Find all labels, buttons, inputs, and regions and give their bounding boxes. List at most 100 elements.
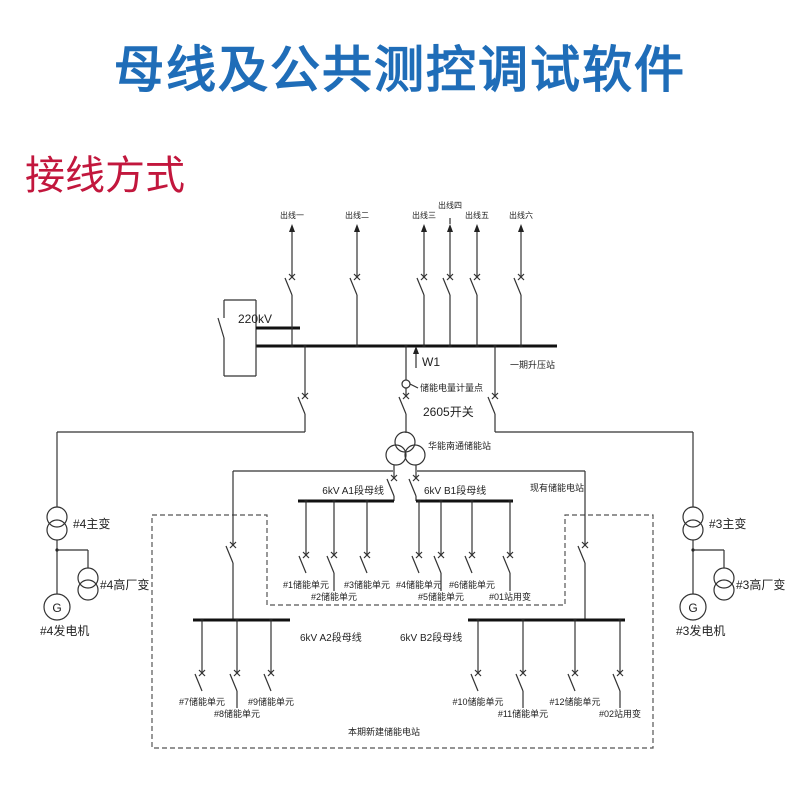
unit-breaker[interactable] — [567, 673, 576, 692]
unit-label: #4储能单元 — [396, 579, 442, 590]
breaker-x-icon — [198, 669, 206, 677]
aux-transformer-icon — [77, 579, 99, 601]
junction-dot — [508, 499, 512, 503]
arrow-up-icon — [354, 224, 360, 232]
w1-label: W1 — [422, 355, 440, 369]
three-winding-transformer-icon — [394, 431, 416, 453]
breaker-x-icon — [571, 669, 579, 677]
unit-label: #3储能单元 — [344, 579, 390, 590]
junction-dot — [493, 344, 497, 348]
breaker-switch[interactable] — [225, 545, 234, 564]
wire — [409, 383, 419, 389]
breaker-x-icon — [412, 474, 420, 482]
feeder-breaker[interactable] — [469, 277, 478, 296]
section-title: 接线方式 — [25, 153, 185, 199]
breaker-x-icon — [402, 392, 410, 400]
breaker-x-icon — [415, 551, 423, 559]
breaker-x-icon — [581, 541, 589, 549]
three-winding-transformer-icon — [385, 444, 407, 466]
breaker-switch[interactable] — [577, 545, 586, 564]
breaker-switch[interactable] — [386, 478, 395, 497]
arrow-up-icon — [447, 224, 453, 232]
breaker-x-icon — [491, 392, 499, 400]
main-transformer-icon — [682, 519, 704, 541]
unit-breaker[interactable] — [612, 673, 621, 692]
three-winding-transformer-icon — [404, 444, 426, 466]
feeder-breaker[interactable] — [416, 277, 425, 296]
junction-dot — [269, 618, 273, 622]
breaker-2605[interactable] — [398, 396, 407, 415]
aux-transformer-icon — [713, 567, 735, 589]
unit-label: #1储能单元 — [283, 579, 329, 590]
feeder-breaker[interactable] — [513, 277, 522, 296]
junction-dot — [417, 499, 421, 503]
unit-breaker[interactable] — [411, 555, 420, 574]
breaker-x-icon — [506, 551, 514, 559]
unit-breaker[interactable] — [263, 673, 272, 692]
aux-transformer-label: #3高厂变 — [736, 577, 785, 592]
junction-dot — [303, 344, 307, 348]
main-transformer-icon — [682, 506, 704, 528]
breaker-x-icon — [302, 551, 310, 559]
breaker-switch[interactable] — [487, 396, 496, 415]
unit-label: #8储能单元 — [214, 708, 260, 719]
breaker-x-icon — [267, 669, 275, 677]
unit-breaker[interactable] — [515, 673, 524, 692]
unit-label: #2储能单元 — [311, 591, 357, 602]
feeder-label: 出线六 — [509, 210, 533, 220]
feeder-label: 出线四 — [438, 200, 462, 210]
switch-2605-label: 2605开关 — [423, 405, 474, 419]
arrow-up-icon — [518, 224, 524, 232]
unit-breaker[interactable] — [464, 555, 473, 574]
junction-dot — [200, 618, 204, 622]
junction-dot — [519, 344, 523, 348]
bus-a1-label: 6kV A1段母线 — [322, 484, 384, 497]
unit-breaker[interactable] — [194, 673, 203, 692]
junction-dot — [290, 344, 294, 348]
breaker-x-icon — [474, 669, 482, 677]
breaker-x-icon — [233, 669, 241, 677]
junction-dot — [521, 618, 525, 622]
breaker-x-icon — [616, 669, 624, 677]
unit-label: #5储能单元 — [418, 591, 464, 602]
bus-tie-switch — [217, 317, 225, 339]
unit-breaker[interactable] — [359, 555, 368, 574]
junction-dot — [439, 499, 443, 503]
bus-b2-label: 6kV B2段母线 — [400, 631, 462, 644]
main-transformer-label: #3主变 — [709, 516, 746, 531]
junction-dot — [475, 344, 479, 348]
breaker-x-icon — [468, 551, 476, 559]
breaker-x-icon — [330, 551, 338, 559]
phase1-station-label: 一期升压站 — [510, 359, 555, 371]
feeder-breaker[interactable] — [442, 277, 451, 296]
feeder-label: 出线二 — [345, 210, 369, 220]
unit-label: #10储能单元 — [452, 696, 503, 707]
aux-transformer-icon — [77, 567, 99, 589]
junction-dot — [448, 344, 452, 348]
junction-dot — [332, 499, 336, 503]
junction-dot — [304, 499, 308, 503]
bus-220kv-label: 220kV — [238, 312, 272, 326]
breaker-switch[interactable] — [408, 478, 417, 497]
junction-dot — [355, 344, 359, 348]
junction-dot — [476, 618, 480, 622]
unit-breaker[interactable] — [502, 555, 511, 574]
unit-label: #7储能单元 — [179, 696, 225, 707]
breaker-switch[interactable] — [297, 396, 306, 415]
unit-label: #6储能单元 — [449, 579, 495, 590]
new-station-boundary — [151, 514, 654, 749]
generator-label: #3发电机 — [676, 623, 725, 638]
unit-breaker[interactable] — [298, 555, 307, 574]
aux-transformer-icon — [713, 579, 735, 601]
unit-breaker[interactable] — [326, 555, 335, 574]
arrow-up-icon — [289, 224, 295, 232]
feeder-breaker[interactable] — [284, 277, 293, 296]
meter-point-icon — [401, 379, 411, 389]
bus-a2-label: 6kV A2段母线 — [300, 631, 362, 644]
page-title: 母线及公共测控调试软件 — [114, 41, 686, 99]
unit-breaker[interactable] — [433, 555, 442, 574]
unit-breaker[interactable] — [229, 673, 238, 692]
feeder-breaker[interactable] — [349, 277, 358, 296]
unit-breaker[interactable] — [470, 673, 479, 692]
generator-symbol: G — [52, 601, 61, 615]
